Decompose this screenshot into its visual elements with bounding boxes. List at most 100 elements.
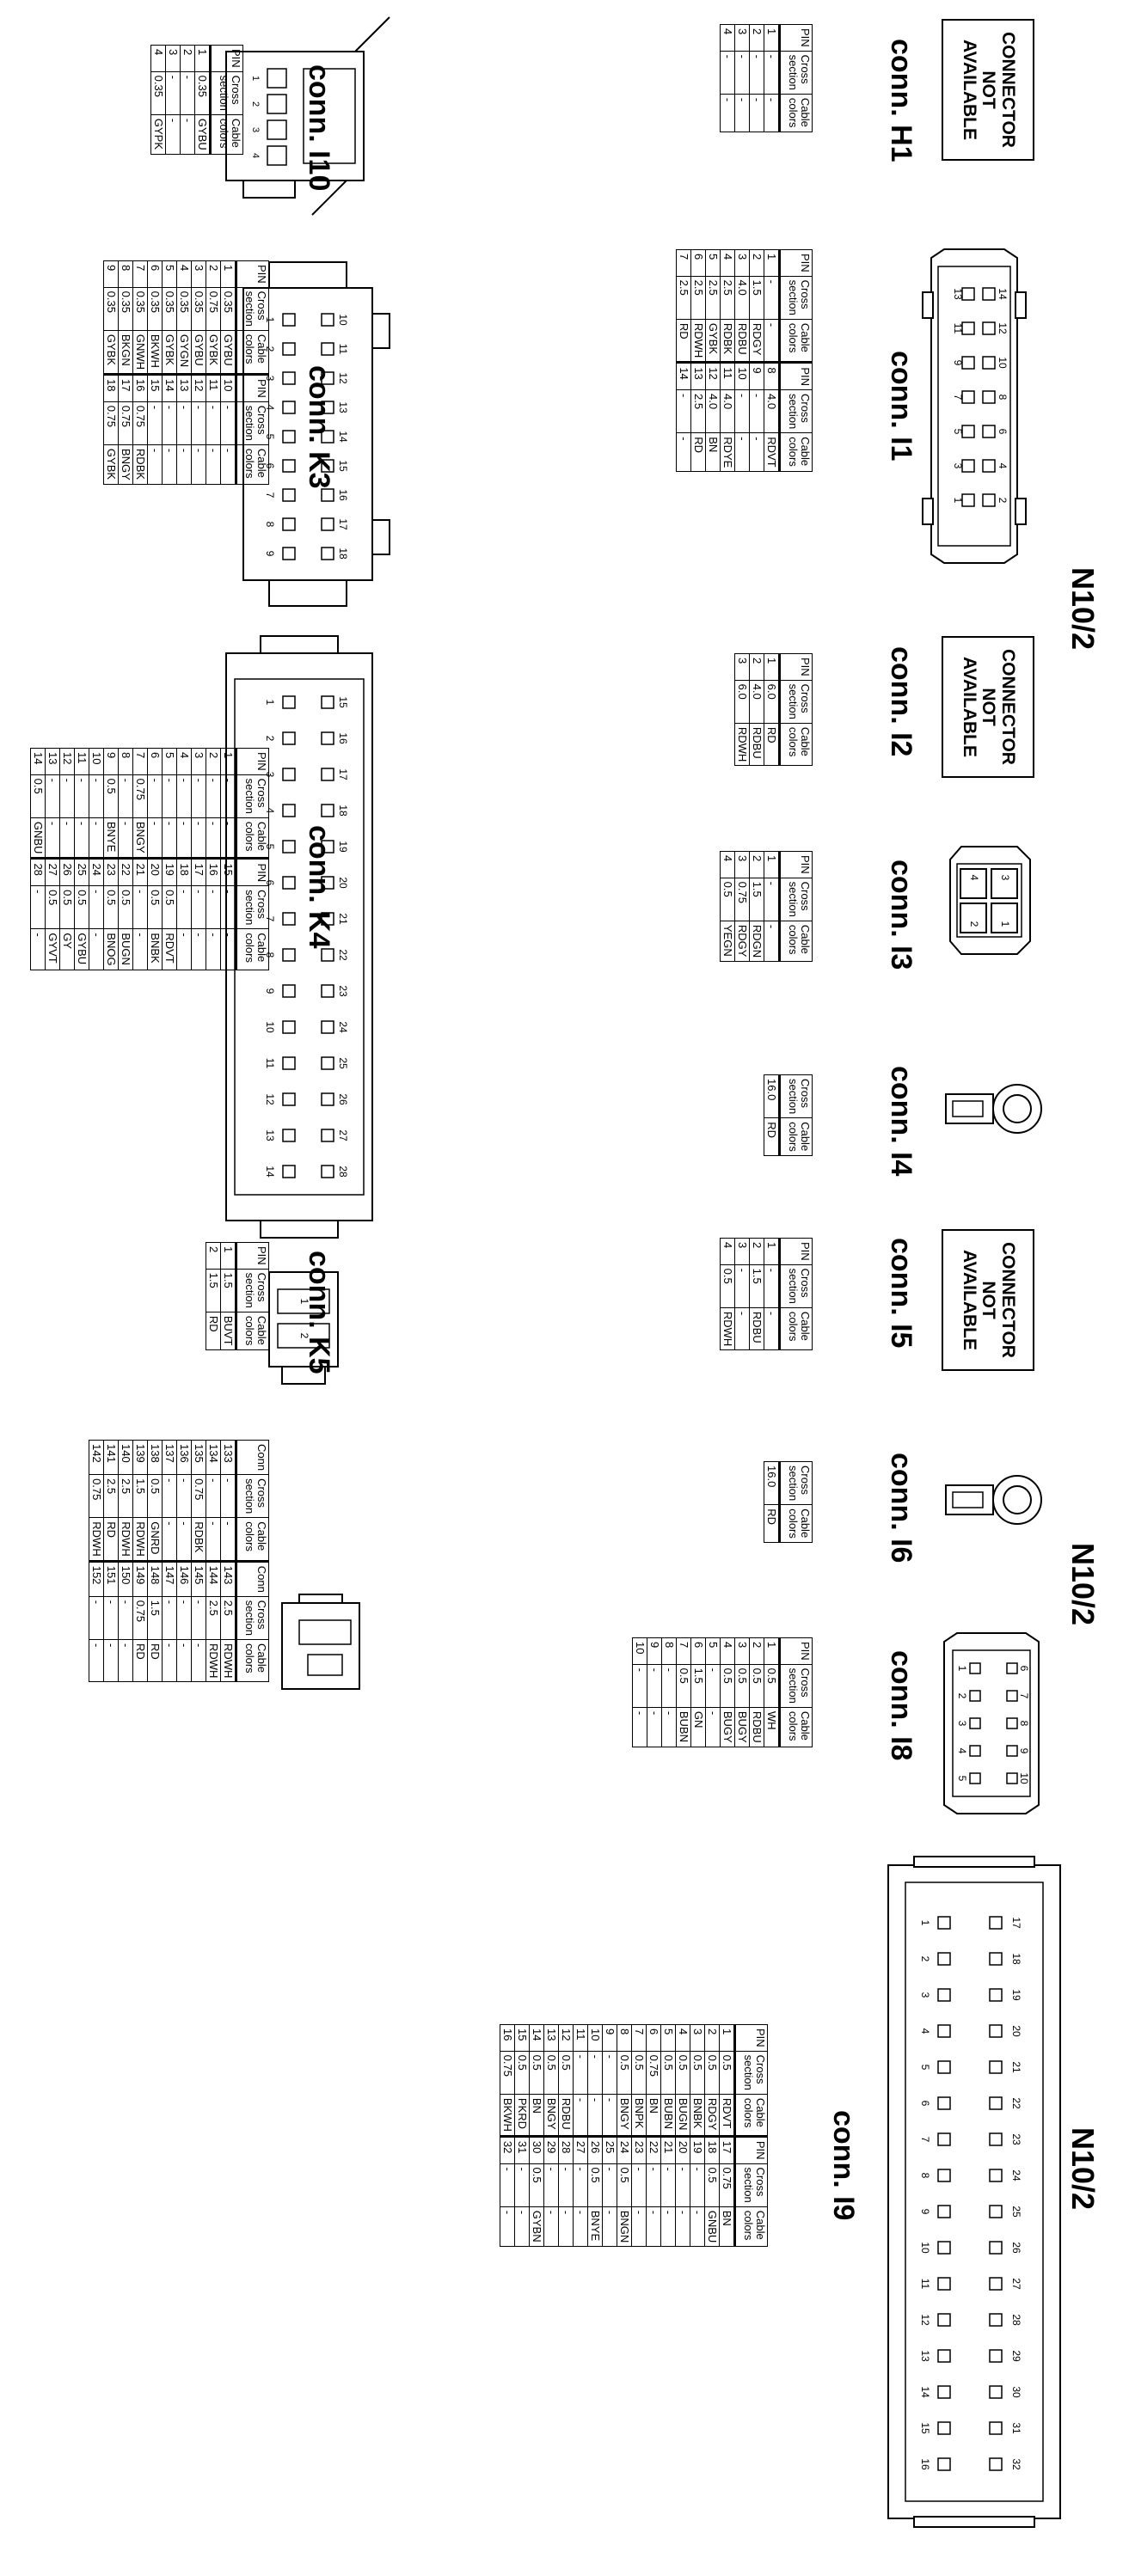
table-cell: GNRD (147, 1517, 163, 1562)
table-cell: 0.75 (500, 2051, 515, 2095)
table-cell: 145 (191, 1561, 206, 1597)
pin-cavity (969, 1662, 981, 1674)
table-cell: 1.5 (690, 1664, 706, 1708)
pin-number: 6 (264, 880, 276, 886)
table-cell: - (587, 2051, 603, 2095)
table-row: 137--147-- (162, 1440, 177, 1682)
table-cell: 10 (89, 748, 104, 775)
pin-number: 6 (997, 429, 1009, 435)
table-cell: 133 (220, 1440, 236, 1475)
table-cell: - (180, 114, 195, 155)
table-cell: 1.5 (749, 1264, 764, 1308)
pin-number: 13 (264, 1129, 276, 1141)
table-cell: 16 (500, 2024, 515, 2052)
table-cell: - (632, 1707, 647, 1747)
pin-number: 9 (264, 988, 276, 994)
pin-number: 3 (919, 1992, 931, 1998)
table-cell: - (89, 817, 104, 859)
pin-cavity (321, 430, 334, 444)
pin-cavity (1006, 1690, 1018, 1702)
pin-number: 2 (250, 101, 261, 107)
table-cell: 134 (206, 1440, 221, 1475)
column-header: PIN (779, 851, 813, 878)
table-cell: - (587, 2094, 603, 2137)
table-cell: - (675, 2206, 690, 2247)
table-cell: - (514, 2206, 530, 2247)
connector-shape (298, 1594, 343, 1604)
table-cell: 14 (162, 374, 177, 402)
pin-cavity (282, 912, 296, 926)
table-cell: - (89, 928, 104, 970)
pin-number: 2 (919, 1956, 931, 1962)
column-header: Cable colors (236, 1517, 269, 1562)
table-row: 4-- (720, 24, 735, 132)
pin-number: 22 (1010, 2097, 1022, 2109)
table-cell: WH (764, 1707, 780, 1747)
table-cell: - (734, 1264, 750, 1308)
table-cell: - (103, 1596, 119, 1640)
pin-cavity (282, 488, 296, 502)
pin-number: 7 (264, 493, 276, 499)
table-cell: - (206, 1517, 221, 1562)
table-cell: - (162, 1517, 177, 1562)
connector-shape (913, 1856, 1035, 1868)
table-cell: 0.35 (220, 287, 236, 331)
column-header: Cross section (779, 1074, 813, 1118)
table-cell: - (89, 1596, 104, 1640)
column-header: PIN (236, 260, 269, 288)
pin-cavity (969, 1745, 981, 1757)
table-cell: - (89, 774, 104, 818)
table-cell: BNPK (631, 2094, 647, 2137)
table-cell: 0.75 (132, 1596, 148, 1640)
table-cell: - (720, 94, 735, 132)
table-cell: - (220, 401, 236, 445)
pin-cavity (282, 876, 296, 890)
table-cell: RDGY (704, 2094, 720, 2137)
i2-title: conn. I2 (885, 646, 917, 757)
connector-shape (371, 519, 390, 555)
table-cell: 0.5 (103, 774, 119, 818)
pin-number: 12 (264, 1093, 276, 1105)
pin-cavity (961, 493, 975, 507)
pin-number: 25 (1010, 2206, 1022, 2218)
pin-number: 8 (264, 522, 276, 528)
table-cell: - (176, 1474, 192, 1518)
column-header: Cross section (779, 1664, 813, 1708)
table-cell: 135 (191, 1440, 206, 1475)
column-header: Cable colors (236, 817, 269, 859)
table-cell: BNBK (147, 928, 163, 970)
table-cell: 136 (176, 1440, 192, 1475)
table-cell: 2.5 (118, 1474, 133, 1518)
table-cell: BN (646, 2094, 661, 2137)
table-cell: 2 (206, 748, 221, 775)
pin-cavity (282, 1165, 296, 1178)
table-cell: - (749, 432, 764, 472)
table-cell: 2 (749, 24, 764, 52)
pin-number: 10 (919, 2242, 931, 2254)
table-cell: - (59, 817, 75, 859)
table-cell: 11 (720, 362, 735, 390)
column-header: Cross section (779, 1461, 813, 1505)
table-cell: - (631, 2206, 647, 2247)
connector-shape (260, 1220, 339, 1239)
table-cell: 0.5 (720, 1664, 735, 1708)
pin-number: 9 (264, 551, 276, 557)
pin-number: 24 (1010, 2169, 1022, 2181)
pin-cavity (961, 425, 975, 438)
table-cell: 2 (749, 1238, 764, 1265)
table-cell: 0.5 (514, 2051, 530, 2095)
table-cell: 0.5 (704, 2163, 720, 2207)
